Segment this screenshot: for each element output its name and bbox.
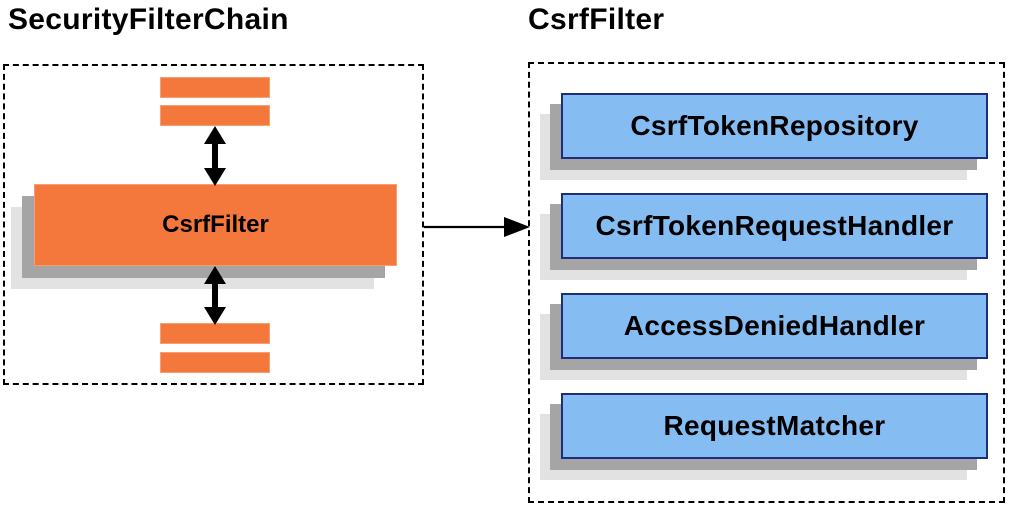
filter-chain-bar-bottom-1 bbox=[160, 323, 270, 344]
component-box-access-denied-handler: AccessDeniedHandler bbox=[561, 293, 988, 359]
security-filter-chain-panel bbox=[3, 64, 424, 385]
component-box-request-matcher: RequestMatcher bbox=[561, 393, 988, 459]
csrf-filter-box: CsrfFilter bbox=[34, 184, 397, 266]
left-panel-title: SecurityFilterChain bbox=[8, 3, 289, 36]
csrf-filter-box-label: CsrfFilter bbox=[162, 211, 269, 238]
component-label: RequestMatcher bbox=[663, 410, 886, 441]
right-panel-title: CsrfFilter bbox=[528, 3, 665, 36]
filter-chain-bar-top-1 bbox=[160, 77, 270, 98]
component-label: CsrfTokenRequestHandler bbox=[595, 210, 954, 241]
filter-chain-bar-top-2 bbox=[160, 105, 270, 126]
component-box-csrf-token-request-handler: CsrfTokenRequestHandler bbox=[561, 193, 988, 259]
right-arrow-icon bbox=[424, 217, 530, 237]
component-label: CsrfTokenRepository bbox=[630, 110, 919, 141]
filter-chain-bar-bottom-2 bbox=[160, 352, 270, 373]
csrf-filter-components-panel bbox=[528, 62, 1005, 503]
component-box-csrf-token-repository: CsrfTokenRepository bbox=[561, 93, 988, 159]
component-label: AccessDeniedHandler bbox=[623, 310, 926, 341]
